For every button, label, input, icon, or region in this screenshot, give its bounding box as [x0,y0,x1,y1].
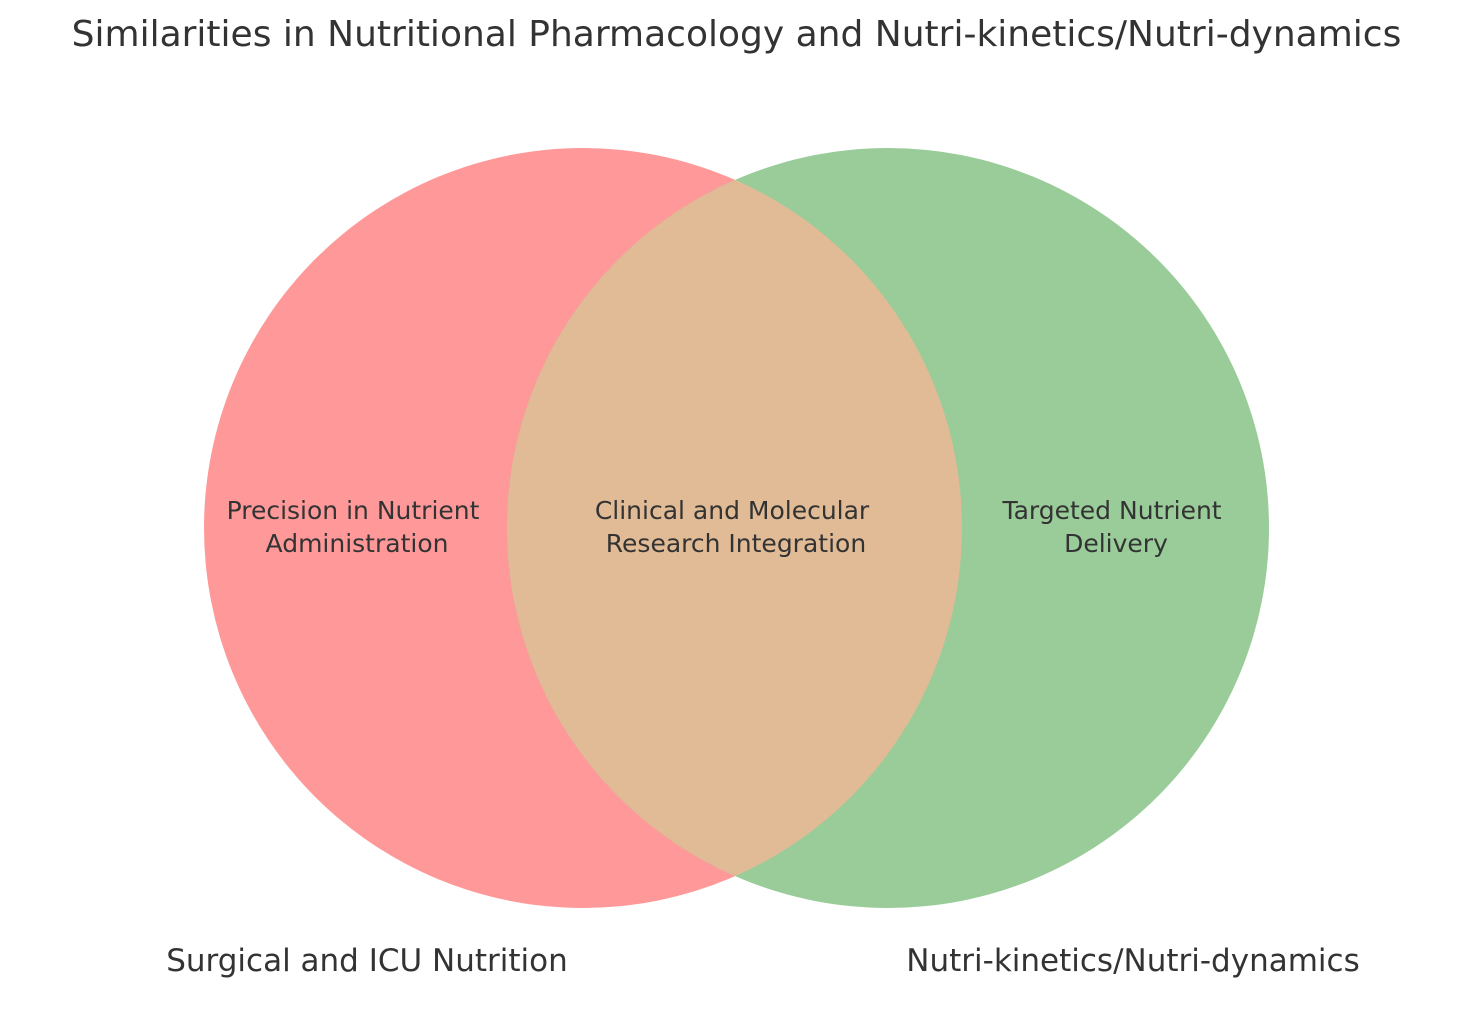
overlap-text: Clinical and Molecular Research Integrat… [595,496,877,558]
right-only-line-1: Targeted Nutrient [1001,496,1221,525]
left-only-line-2: Administration [266,529,449,558]
right-set-label: Nutri-kinetics/Nutri-dynamics [906,943,1359,979]
overlap-region [507,148,962,908]
diagram-title: Similarities in Nutritional Pharmacology… [71,14,1402,55]
overlap-line-2: Research Integration [606,529,866,558]
overlap-line-1: Clinical and Molecular [595,496,870,525]
left-only-line-1: Precision in Nutrient [227,496,480,525]
right-only-text: Targeted Nutrient Delivery [1001,496,1229,558]
right-only-line-2: Delivery [1064,529,1168,558]
left-set-label: Surgical and ICU Nutrition [166,943,568,979]
left-only-text: Precision in Nutrient Administration [227,496,488,558]
